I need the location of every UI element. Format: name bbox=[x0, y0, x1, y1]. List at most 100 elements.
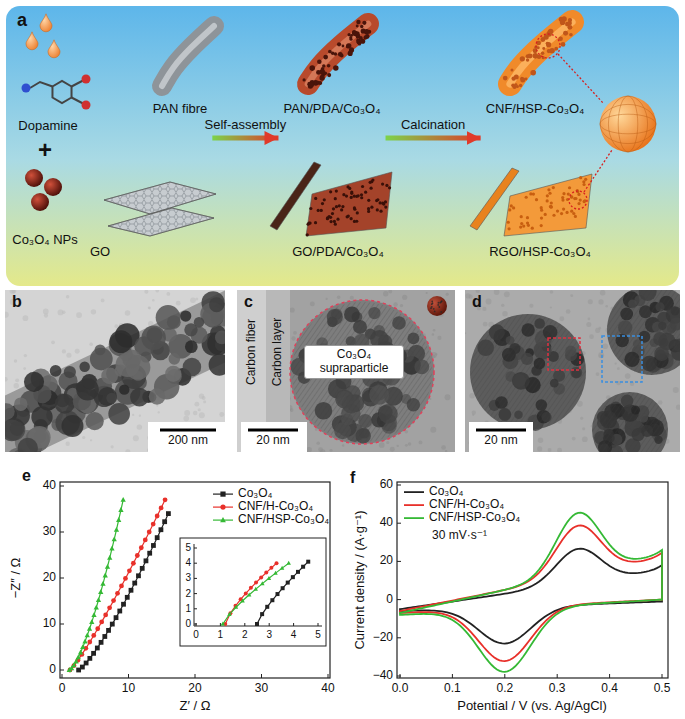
data-line bbox=[69, 500, 123, 670]
text-label: RGO/HSP-Co₃O₄ bbox=[489, 245, 591, 260]
sheet-particle bbox=[379, 201, 382, 204]
sheet-particle bbox=[350, 217, 353, 220]
tem-noise bbox=[66, 442, 70, 446]
label-anchor: 0.0 bbox=[392, 682, 409, 696]
data-marker bbox=[84, 661, 89, 666]
sheet-particle bbox=[323, 198, 326, 201]
fibre-particle bbox=[525, 78, 528, 81]
tem-noise bbox=[51, 340, 55, 344]
tem-noise bbox=[550, 306, 552, 308]
data-marker bbox=[249, 586, 253, 590]
sheet-particle bbox=[314, 221, 317, 224]
nanoparticle bbox=[156, 305, 181, 330]
tem-noise bbox=[537, 446, 542, 451]
nanoparticle bbox=[24, 372, 44, 392]
text-label: 3 bbox=[185, 573, 191, 585]
fibre-particle bbox=[519, 84, 522, 87]
data-marker bbox=[275, 592, 279, 596]
data-marker bbox=[220, 491, 225, 496]
fibre-particle bbox=[327, 73, 331, 77]
axis-title: Carbon layer bbox=[271, 318, 285, 387]
tick bbox=[194, 578, 197, 579]
fibre-particle bbox=[337, 42, 341, 46]
nanoparticle bbox=[10, 421, 25, 436]
tem-noise bbox=[501, 304, 504, 307]
legend-text: CNF/HSP-Co₃O₄ bbox=[429, 511, 520, 525]
tem-noise bbox=[482, 307, 486, 311]
fibre-particle bbox=[542, 47, 545, 50]
text-label: 0 bbox=[49, 663, 56, 677]
label-anchor: 1 bbox=[218, 629, 224, 641]
text-label: 0.5 bbox=[654, 682, 671, 696]
icon-dot bbox=[440, 301, 442, 303]
lattice-fringes bbox=[292, 302, 432, 442]
dopamine-drop bbox=[40, 14, 52, 32]
cv-curve bbox=[400, 513, 662, 672]
label-anchor: 0.4 bbox=[601, 682, 618, 696]
data-marker bbox=[136, 573, 141, 578]
tem-noise bbox=[472, 414, 474, 416]
tem-noise bbox=[66, 353, 71, 358]
tick bbox=[60, 578, 64, 579]
sheet-particle bbox=[573, 197, 576, 200]
label-anchor: Potential / V (vs. Ag/AgCl) bbox=[457, 699, 607, 714]
fibre-particle bbox=[338, 52, 343, 57]
text-label: 5 bbox=[315, 629, 321, 641]
tem-noise bbox=[379, 442, 385, 448]
text-label: 4 bbox=[291, 629, 297, 641]
fibre-particle bbox=[537, 46, 540, 49]
supraparticle bbox=[470, 314, 586, 430]
label-anchor: 20 bbox=[380, 554, 393, 568]
label-anchor: e bbox=[22, 467, 31, 485]
label-anchor: 4 bbox=[291, 629, 297, 641]
data-marker bbox=[72, 663, 77, 668]
text-label: 20 bbox=[43, 571, 56, 585]
data-marker bbox=[94, 605, 99, 610]
tem-noise bbox=[617, 367, 620, 370]
cv-curve bbox=[400, 549, 662, 644]
nanoparticle bbox=[106, 393, 117, 404]
tem-noise bbox=[589, 334, 594, 339]
data-marker bbox=[107, 605, 112, 610]
data-marker bbox=[140, 566, 145, 571]
tem-noise bbox=[198, 408, 201, 411]
tem-noise bbox=[156, 405, 158, 407]
nanoparticle bbox=[109, 330, 132, 353]
icon-dot bbox=[431, 306, 433, 308]
fibre-particle bbox=[527, 54, 532, 59]
label-anchor: a bbox=[17, 10, 27, 31]
label-anchor: GO bbox=[90, 245, 110, 260]
sheet-particle bbox=[350, 192, 353, 195]
sheet-particle bbox=[306, 233, 309, 236]
data-marker bbox=[166, 511, 171, 516]
tick bbox=[60, 532, 64, 533]
label-anchor: 20 nm bbox=[256, 434, 289, 448]
panel-letter: b bbox=[12, 293, 22, 311]
tem-noise bbox=[529, 304, 533, 308]
label-anchor: Dopamine bbox=[18, 119, 77, 134]
supraparticle bbox=[290, 300, 434, 444]
icon-dot bbox=[438, 302, 440, 304]
fibre-particle bbox=[327, 64, 331, 68]
tem-noise bbox=[400, 304, 403, 307]
text-label: 0.2 bbox=[496, 682, 513, 696]
tem-noise bbox=[388, 290, 392, 293]
sheet-particle bbox=[335, 205, 338, 208]
text-label: 0 bbox=[386, 593, 393, 607]
data-marker bbox=[291, 575, 295, 579]
data-marker bbox=[254, 581, 258, 585]
sheet-particle bbox=[522, 224, 525, 227]
sheet-particle bbox=[507, 227, 510, 230]
data-marker bbox=[123, 576, 128, 581]
data-marker bbox=[116, 517, 121, 522]
sheet-particle bbox=[540, 217, 543, 220]
tick bbox=[195, 674, 196, 678]
fibre-particle bbox=[513, 85, 517, 89]
nanoparticle bbox=[14, 397, 28, 411]
fibre-particle bbox=[510, 68, 513, 71]
tem-noise bbox=[111, 445, 114, 448]
fibre-particle bbox=[356, 20, 360, 24]
node-text: PAN fibre bbox=[153, 102, 208, 117]
sheet-particle bbox=[520, 215, 523, 218]
text-label: 2 bbox=[242, 629, 248, 641]
